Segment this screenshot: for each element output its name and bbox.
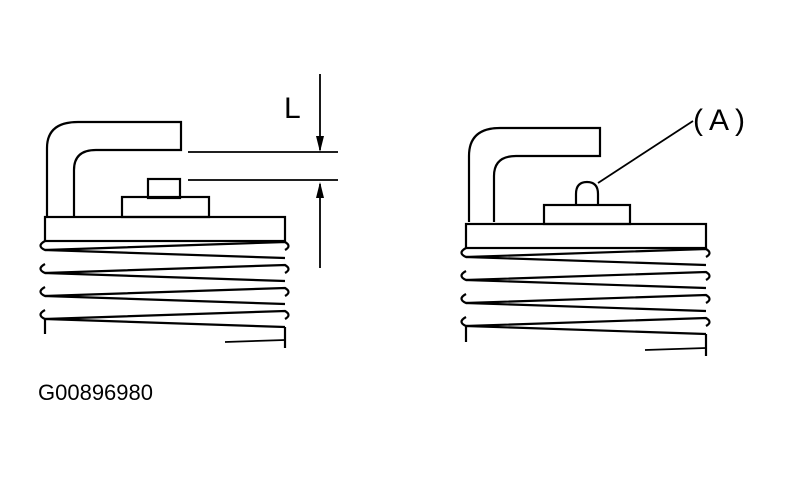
callout-leader-line xyxy=(597,120,694,184)
dimension-arrow-up xyxy=(316,182,324,198)
left-threads xyxy=(39,240,290,348)
right-threads xyxy=(460,247,711,356)
gap-dimension-label: L xyxy=(284,92,301,125)
left-insulator xyxy=(120,195,211,219)
callout-a: (A) xyxy=(597,104,751,184)
right-center-electrode-worn xyxy=(574,180,600,205)
callout-a-label: (A) xyxy=(693,104,751,137)
right-spark-plug xyxy=(460,126,711,356)
right-ground-electrode xyxy=(467,126,602,222)
left-shell-top xyxy=(43,215,287,243)
gap-dimension: L xyxy=(188,74,338,268)
left-ground-electrode xyxy=(45,120,183,218)
left-center-electrode xyxy=(146,177,182,200)
dimension-arrow-down xyxy=(316,136,324,152)
right-shell-top xyxy=(464,222,708,250)
right-insulator xyxy=(542,203,632,226)
left-spark-plug xyxy=(39,120,290,348)
figure-code: G00896980 xyxy=(38,380,153,405)
